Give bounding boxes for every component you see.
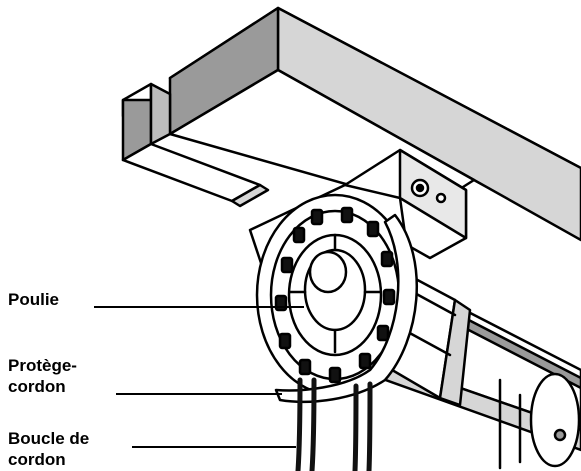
label-cord-loop: Boucle de cordon	[8, 429, 90, 469]
leader-line-pulley	[94, 306, 304, 308]
cord-loop	[295, 377, 373, 471]
leader-line-cord-loop	[132, 446, 296, 448]
label-cord-guard: Protège- cordon	[8, 356, 77, 396]
label-pulley: Poulie	[8, 290, 60, 309]
cord-guard	[274, 213, 419, 404]
leader-line-cord-guard	[116, 393, 282, 395]
pulley-wheel	[255, 193, 415, 397]
